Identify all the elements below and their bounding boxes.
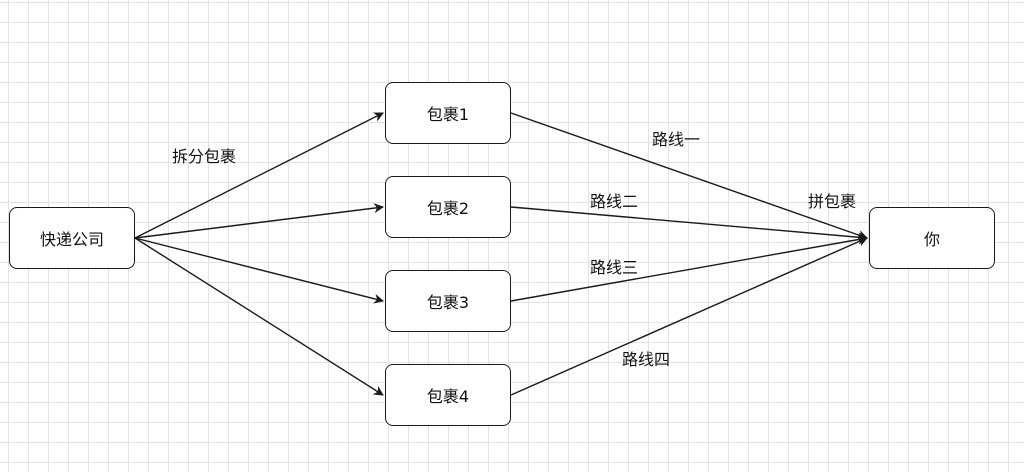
edge-package-3-to-you	[510, 234, 868, 302]
node-package-2[interactable]: 包裹2	[385, 176, 511, 238]
node-company[interactable]: 快递公司	[9, 207, 135, 269]
edge-label-merge: 拼包裹	[808, 192, 857, 211]
node-package-1-label: 包裹1	[426, 105, 470, 124]
edge-label-route-1: 路线一	[652, 130, 701, 149]
edge-label-route-2: 路线二	[590, 192, 639, 211]
edge-company-to-package-1	[134, 112, 384, 239]
node-you[interactable]: 你	[869, 207, 995, 269]
node-package-4-label: 包裹4	[426, 387, 470, 406]
node-package-3-label: 包裹3	[426, 293, 470, 312]
edge-package-1-to-you	[510, 112, 868, 240]
node-package-1[interactable]: 包裹1	[385, 82, 511, 144]
node-you-label: 你	[923, 230, 940, 249]
edge-company-to-package-3	[134, 237, 384, 304]
node-package-2-label: 包裹2	[426, 199, 470, 218]
edge-label-route-4: 路线四	[622, 350, 671, 369]
edge-package-4-to-you	[510, 237, 868, 396]
edge-company-to-package-4	[134, 237, 384, 396]
node-package-4[interactable]: 包裹4	[385, 364, 511, 426]
node-package-3[interactable]: 包裹3	[385, 270, 511, 332]
edge-label-route-3: 路线三	[590, 258, 639, 277]
edge-company-to-package-2	[134, 203, 384, 239]
edge-package-2-to-you	[510, 206, 868, 243]
node-company-label: 快递公司	[39, 230, 104, 249]
edge-label-split: 拆分包裹	[172, 147, 237, 166]
